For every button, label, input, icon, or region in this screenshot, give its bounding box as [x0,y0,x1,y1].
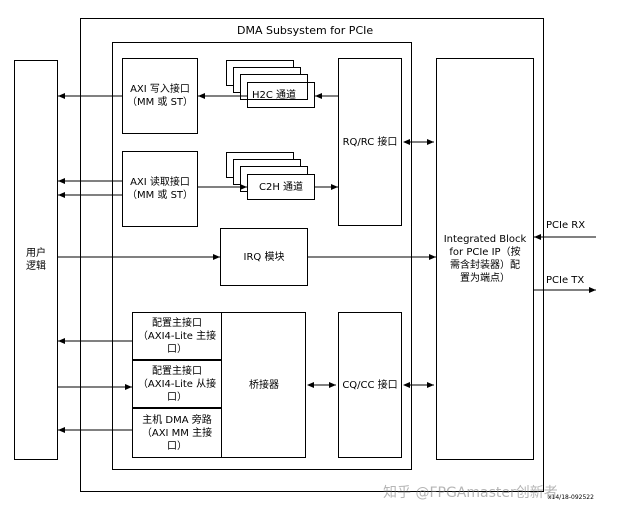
rq-rc-box [338,58,402,226]
h2c-label: H2C 通道 [251,89,297,101]
figure-id: x14/18-092522 [548,494,594,501]
h2c-stack-front [240,74,308,100]
watermark: 知乎 @FPGAmaster创新者 [383,485,558,501]
cfg-master-label: 配置主接口 （AXI4-Lite 主接 口） [137,317,217,355]
irq-label: IRQ 模块 [243,251,285,263]
irq-box [220,228,308,286]
rq-rc-label: RQ/RC 接口 [342,136,398,148]
dma-subsystem-title: DMA Subsystem for PCIe [237,24,374,37]
cfg-slave-box [132,360,222,408]
axi-read-label: AXI 读取接口 （MM 或 ST） [126,177,194,201]
cfg-slave-label: 配置主接口 （AXI4-Lite 从接 口） [137,365,217,403]
cfg-master-box [132,312,222,360]
c2h-channel-box [247,174,315,200]
axi-read-box [122,151,198,227]
host-dma-bypass-label: 主机 DMA 旁路 （AXI MM 主接 口） [141,414,213,452]
h2c-channel-box [247,82,315,108]
integrated-block-box [436,58,534,460]
integrated-block-label: Integrated Block for PCIe IP（按 需含封装器）配 置… [443,234,527,284]
cq-cc-box [338,312,402,458]
c2h-label: C2H 通道 [258,181,304,193]
bridge-label: 桥接器 [249,379,279,391]
axi-write-box [122,58,198,134]
axi-write-label: AXI 写入接口 （MM 或 ST） [126,84,194,108]
pcie-rx-label: PCIe RX [546,220,586,231]
pcie-tx-label: PCIe TX [546,275,585,286]
user-logic-label: 用户 逻辑 [26,248,46,272]
host-dma-bypass-box [132,408,222,458]
user-logic-box [14,60,58,460]
cq-cc-label: CQ/CC 接口 [342,379,398,391]
